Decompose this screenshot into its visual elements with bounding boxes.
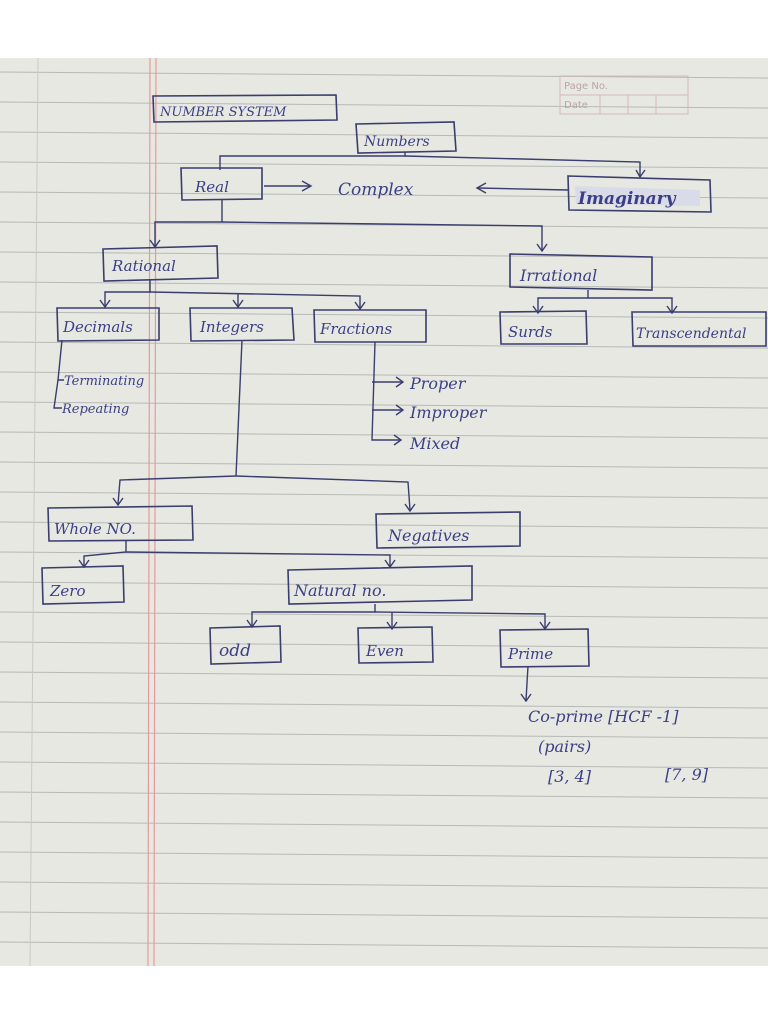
- node-irrational: Irrational: [519, 266, 597, 285]
- node-even: Even: [365, 642, 404, 660]
- node-prime: Prime: [507, 645, 553, 663]
- node-numbers: Numbers: [363, 134, 430, 150]
- page-header-box: Page No. Date: [559, 75, 689, 115]
- rule-line: [0, 821, 768, 829]
- node-zero: Zero: [49, 582, 86, 600]
- connectors: [53, 152, 678, 703]
- node-natural-no: Natural no.: [293, 581, 386, 600]
- negatives-box: [375, 511, 521, 549]
- node-terminating: Terminating: [64, 374, 144, 389]
- integers-box: [189, 307, 295, 342]
- ruled-lines: [0, 58, 768, 966]
- rule-line: [0, 851, 768, 859]
- node-decimals: Decimals: [62, 318, 133, 336]
- rule-line: [0, 461, 768, 469]
- node-boxes: [41, 121, 767, 668]
- decimals-box: [56, 307, 160, 342]
- node-complex: Complex: [338, 180, 414, 200]
- rule-line: [0, 131, 768, 139]
- rule-line: [0, 521, 768, 529]
- node-odd: odd: [219, 641, 251, 661]
- rule-line: [0, 911, 768, 919]
- node-pair-1: [3, 4]: [548, 767, 592, 786]
- rule-line: [0, 371, 768, 379]
- node-surds: Surds: [508, 323, 553, 341]
- rule-line: [0, 761, 768, 769]
- rule-line: [0, 221, 768, 229]
- rule-line: [0, 791, 768, 799]
- natural-no-box: [287, 565, 473, 605]
- node-pair-2: [7, 9]: [665, 765, 709, 784]
- even-box: [357, 626, 434, 664]
- node-real: Real: [194, 178, 229, 196]
- page-title: NUMBER SYSTEM: [159, 105, 287, 120]
- margin-line: [153, 58, 157, 966]
- page-no-label: Page No.: [564, 81, 608, 92]
- node-negatives: Negatives: [387, 526, 470, 545]
- rule-line: [0, 491, 768, 499]
- real-box: [180, 167, 263, 201]
- node-rational: Rational: [111, 257, 176, 275]
- rule-line: [0, 641, 768, 649]
- whole-no-box: [47, 505, 194, 542]
- node-fractions: Fractions: [319, 320, 392, 338]
- odd-box: [209, 625, 282, 665]
- rule-line: [0, 101, 768, 109]
- rule-line: [0, 941, 768, 949]
- page-edge: [29, 58, 39, 966]
- rule-line: [0, 671, 768, 679]
- rule-line: [0, 611, 768, 619]
- fractions-box: [313, 309, 427, 343]
- node-co-prime: Co-prime [HCF -1]: [528, 707, 679, 726]
- rule-line: [0, 731, 768, 739]
- rule-line: [0, 881, 768, 889]
- node-transcendental: Transcendental: [636, 326, 746, 342]
- rule-line: [0, 581, 768, 589]
- transcendental-box: [631, 311, 767, 347]
- prime-box: [499, 628, 590, 668]
- node-whole-no: Whole NO.: [54, 520, 136, 538]
- title-box: NUMBER SYSTEM: [152, 94, 338, 123]
- node-repeating: Repeating: [61, 402, 129, 417]
- imaginary-highlight: [575, 186, 700, 206]
- rule-line: [0, 71, 768, 79]
- node-labels: Numbers Real Complex Imaginary Rational …: [49, 134, 746, 786]
- imaginary-box: [567, 175, 712, 213]
- rule-line: [0, 701, 768, 709]
- margin-line: [147, 58, 151, 966]
- rational-box: [102, 245, 219, 282]
- node-integers: Integers: [199, 318, 264, 336]
- rule-line: [0, 401, 768, 409]
- node-pairs: (pairs): [538, 737, 591, 756]
- node-mixed: Mixed: [409, 434, 460, 453]
- zero-box: [41, 565, 125, 605]
- node-improper: Improper: [409, 403, 488, 422]
- rule-line: [0, 341, 768, 349]
- date-label: Date: [564, 100, 588, 111]
- rule-line: [0, 281, 768, 289]
- node-proper: Proper: [409, 374, 467, 393]
- numbers-box: [355, 121, 457, 154]
- irrational-box: [509, 253, 653, 291]
- notebook-page: [0, 58, 768, 966]
- node-imaginary: Imaginary: [577, 189, 677, 209]
- rule-line: [0, 431, 768, 439]
- rule-line: [0, 311, 768, 319]
- surds-box: [499, 310, 588, 345]
